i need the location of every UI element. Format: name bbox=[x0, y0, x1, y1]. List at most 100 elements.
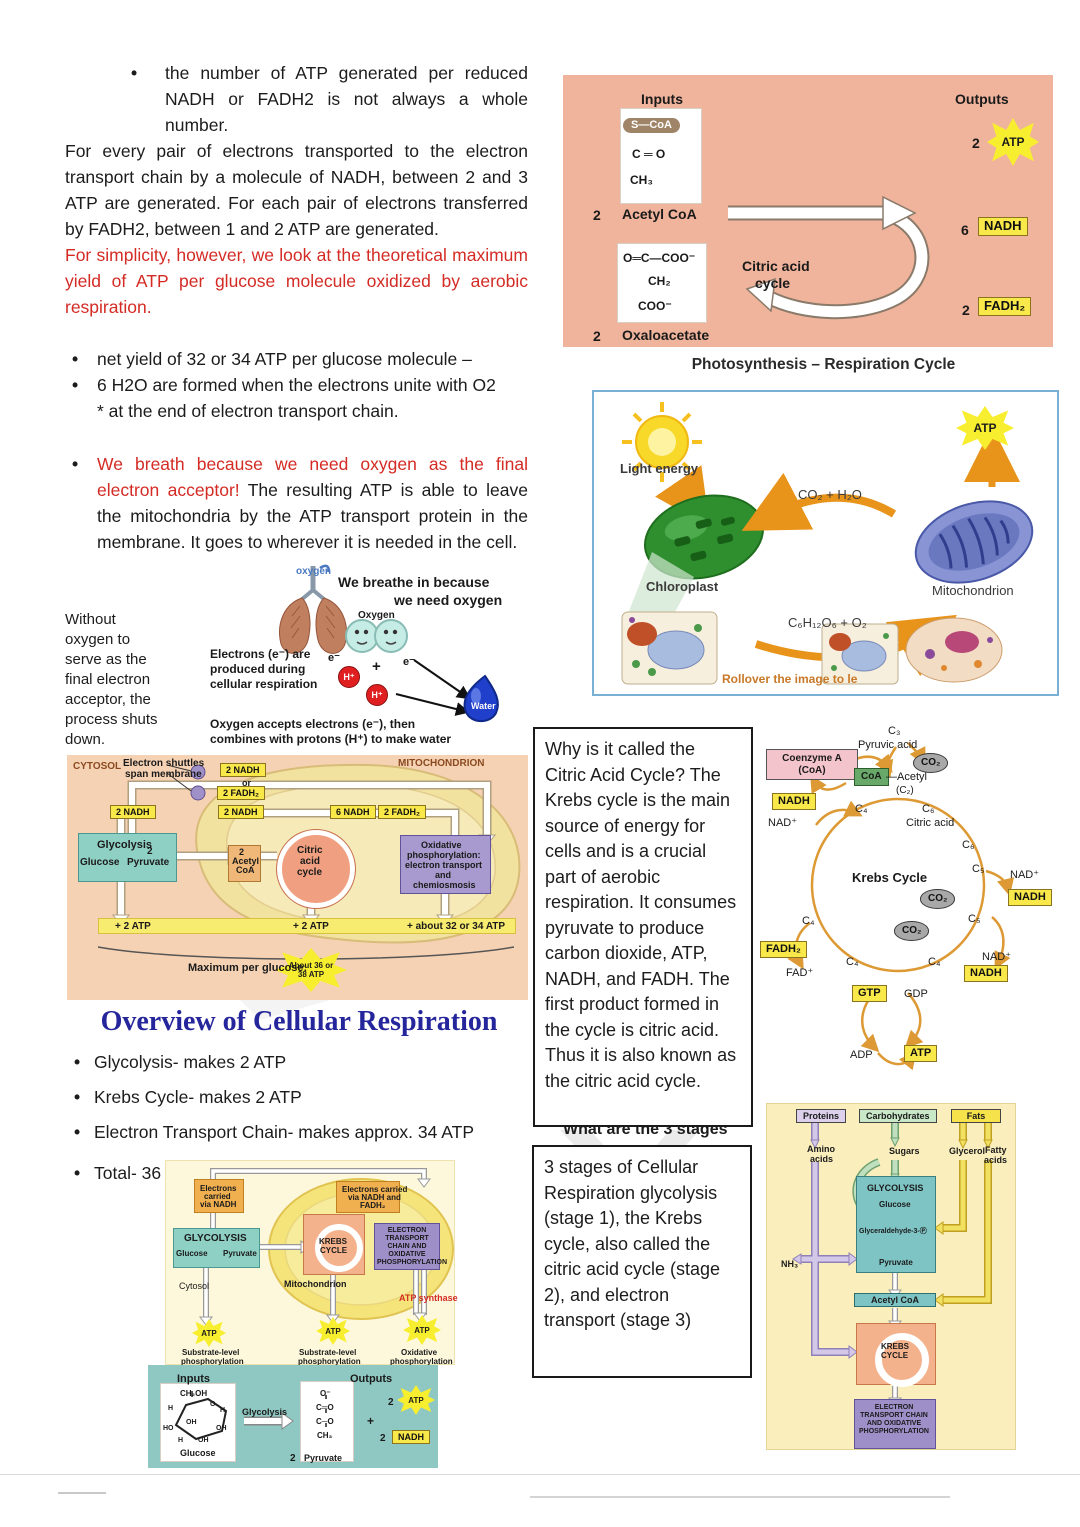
atp-count: 2 bbox=[388, 1397, 394, 1408]
bullet-dot: • bbox=[131, 63, 138, 83]
krebs-l2: CYCLE bbox=[881, 1351, 909, 1360]
oxphos-l5: chemiosmosis bbox=[413, 880, 476, 890]
cycle-arrow-graphic bbox=[728, 195, 930, 320]
citric-l1: Citric bbox=[297, 845, 323, 856]
electrons-produced-1: Electrons (e⁻) are bbox=[210, 647, 311, 661]
fatty-l1: Fatty bbox=[985, 1145, 1007, 1155]
h-label-3: H bbox=[178, 1437, 184, 1444]
glycolysis-title: Glycolysis bbox=[97, 839, 153, 851]
carbohydrates-box: Carbohydrates bbox=[859, 1109, 937, 1124]
oxygen-molecule-label: Oxygen bbox=[358, 610, 395, 621]
atp-burst-label: ATP bbox=[325, 1326, 341, 1336]
paragraph-simplicity: For simplicity, however, we look at the … bbox=[65, 245, 528, 317]
c6-citric: C₆ bbox=[922, 803, 935, 815]
glycolysis-box bbox=[856, 1176, 936, 1273]
oxygen-accepts-2: combines with protons (H⁺) to make water bbox=[210, 732, 452, 746]
acetyl-coa-bar: Acetyl CoA bbox=[854, 1293, 936, 1308]
acetyl-l1: Acetyl bbox=[232, 856, 260, 866]
oxphos-l3: electron transport bbox=[405, 860, 483, 870]
glycolysis-title: GLYCOLYSIS bbox=[867, 1183, 924, 1193]
c4-left: C₄ bbox=[802, 915, 815, 927]
atp-burst-2: ATP bbox=[316, 1317, 350, 1345]
sun-icon bbox=[622, 402, 702, 482]
atp-burst: ATP bbox=[987, 118, 1039, 166]
proteins-box: Proteins bbox=[796, 1109, 847, 1124]
max-atp-burst: About 36 or 38 ATP bbox=[275, 948, 347, 992]
c4-top: C₄ bbox=[855, 803, 868, 815]
oxidative-phos-box bbox=[400, 835, 491, 894]
ox-phos-a: Oxidative bbox=[401, 1348, 438, 1357]
ch2oh-label: CH₂OH bbox=[180, 1389, 208, 1398]
glycolysis-box bbox=[173, 1228, 260, 1268]
shuttle-label-1: Electron shuttles bbox=[123, 758, 205, 769]
max-atp-burst-label: About 36 or 38 ATP bbox=[288, 961, 334, 979]
nadh-count: 6 bbox=[961, 222, 969, 238]
light-energy-label: Light energy bbox=[620, 461, 699, 476]
breathe-title-1: We breathe in because bbox=[338, 574, 490, 590]
acetyl-structure-c-o: C ═ O bbox=[632, 147, 666, 161]
nadh-box-2: NADH bbox=[1008, 889, 1052, 906]
shuttle-label-2: span membrane bbox=[125, 769, 202, 780]
fadh2-count: 2 bbox=[962, 302, 970, 318]
max-per-glucose-label: Maximum per glucose: bbox=[188, 962, 308, 974]
atp-glycolysis: + 2 ATP bbox=[115, 921, 151, 932]
bullet-dot: • bbox=[72, 454, 79, 474]
pyruvate-nadh-box: 2 NADH bbox=[218, 805, 264, 820]
pyruvate-count: 2 bbox=[290, 1453, 296, 1464]
ox-phos-b: phosphorylation bbox=[390, 1357, 453, 1366]
electrons-nadh-l2: carried bbox=[204, 1192, 231, 1201]
why-citric-acid-box: Why is it called the Citric Acid Cycle? … bbox=[533, 727, 753, 1127]
glycolysis-2: 2 bbox=[147, 846, 153, 857]
proton-2: H⁺ bbox=[366, 684, 388, 706]
breathe-title-2: we need oxygen bbox=[394, 592, 503, 608]
krebs-l1: KREBS bbox=[881, 1342, 910, 1351]
h-label-2: H bbox=[220, 1407, 226, 1414]
water-label: Water bbox=[471, 701, 496, 711]
pyruvate-structure-box bbox=[300, 1381, 354, 1462]
three-stages-text: 3 stages of Cellular Respiration glycoly… bbox=[544, 1157, 721, 1330]
pyruvate-label: Pyruvate bbox=[879, 1258, 913, 1267]
gdp-label: GDP bbox=[904, 988, 928, 1000]
plus-sign: + bbox=[367, 1414, 375, 1428]
acetyl-l2: CoA bbox=[236, 865, 255, 875]
co2-h2o-label: CO₂ + H₂O bbox=[798, 487, 862, 502]
proton-1: H⁺ bbox=[338, 666, 360, 688]
inputs-heading: Inputs bbox=[641, 91, 683, 107]
c6-2: C₆ bbox=[962, 839, 975, 851]
oxaloacetate-count: 2 bbox=[593, 328, 601, 344]
glycolysis-title: GLYCOLYSIS bbox=[184, 1233, 247, 1244]
nadh-box: NADH bbox=[978, 217, 1028, 236]
photo-resp-graphics bbox=[621, 402, 1034, 685]
amino-l2: acids bbox=[810, 1154, 834, 1164]
outputs-heading: Outputs bbox=[350, 1373, 393, 1385]
overview-bullet-etc: • Electron Transport Chain- makes approx… bbox=[68, 1122, 530, 1143]
electrons-nadh-l3: via NADH bbox=[200, 1200, 237, 1209]
mitochondrion-icon bbox=[914, 500, 1034, 584]
c2-label: (C₂) bbox=[896, 785, 914, 796]
oxygen-small-label: oxygen bbox=[296, 566, 332, 577]
sugars-label: Sugars bbox=[889, 1146, 920, 1156]
mitochondrion-label: Mitochondrion bbox=[932, 583, 1014, 598]
acetyl-coa-label: Acetyl CoA bbox=[622, 206, 697, 222]
citric-cycle-label-1: Citric acid bbox=[742, 258, 810, 274]
bullet-item: • the number of ATP generated per reduce… bbox=[65, 60, 528, 138]
atp-synthase-label: ATP synthase bbox=[399, 1293, 458, 1303]
krebs-l1: KREBS bbox=[319, 1237, 348, 1246]
nadh-box: NADH bbox=[392, 1430, 430, 1445]
breathe-graphics bbox=[279, 564, 499, 723]
breathe-oxygen-diagram: oxygen We breathe in because we need oxyge… bbox=[200, 560, 525, 752]
nad-label-1: NAD⁺ bbox=[768, 817, 798, 829]
glucose-caption: Glucose bbox=[180, 1448, 216, 1458]
adp-label: ADP bbox=[850, 1049, 873, 1061]
fad-label: FAD⁺ bbox=[786, 967, 814, 979]
photo-resp-title: Photosynthesis – Respiration Cycle bbox=[691, 356, 956, 373]
electrons-nadh-box bbox=[194, 1179, 244, 1213]
krebs-cycle-graphics bbox=[787, 742, 1015, 1071]
bullet-breath-black: The resulting ATP is able to leave the m… bbox=[97, 480, 528, 552]
atp-burst-label: ATP bbox=[201, 1328, 217, 1338]
bullet-breath-red: We breath because we need oxygen as the … bbox=[97, 454, 528, 500]
